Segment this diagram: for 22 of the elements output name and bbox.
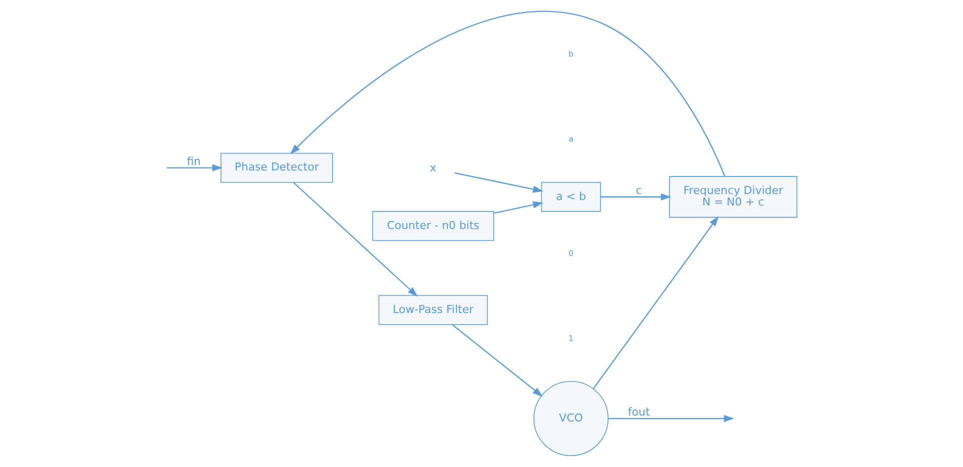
edge-label: fin [186, 154, 201, 168]
node-box: Phase Detector [220, 152, 333, 183]
edge-label: c [636, 184, 642, 197]
arrow [452, 324, 543, 397]
arrow [293, 182, 418, 297]
node-box: Frequency Divider N = N0 + c [669, 176, 798, 218]
arrow [592, 216, 719, 389]
label: 0 [568, 249, 574, 258]
arrow [290, 10, 726, 176]
label: 1 [568, 334, 574, 344]
arrow [600, 193, 672, 200]
label: b [568, 50, 574, 59]
label: a [568, 134, 574, 144]
node-box: Low-Pass Filter [378, 295, 488, 325]
arrow [608, 414, 734, 422]
arrow [494, 201, 544, 214]
node-text: x [430, 162, 436, 175]
node-box: a < b [541, 182, 601, 212]
node-box: Counter - n0 bits [372, 211, 494, 241]
arrow [454, 172, 544, 193]
arrow [166, 164, 222, 172]
edge-label: fout [628, 406, 650, 419]
